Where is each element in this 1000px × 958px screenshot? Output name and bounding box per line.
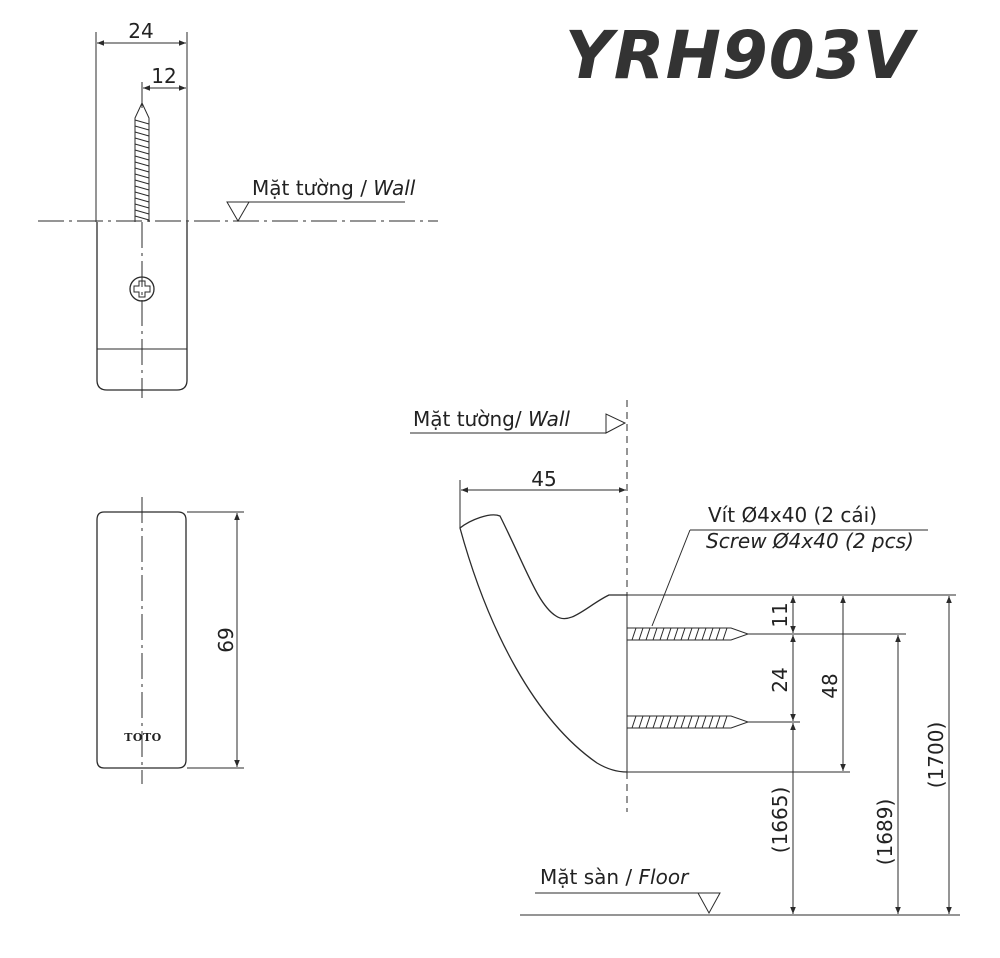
dimension-projection: 45 (531, 467, 556, 491)
screw-leader-line (651, 529, 691, 627)
screw-label-en: Screw Ø4x40 (2 pcs) (706, 529, 914, 553)
screw-upper (627, 627, 750, 641)
wall-marker-triangle-side (605, 413, 627, 434)
dimension-screw-spacing: 24 (768, 667, 792, 692)
dimension-top-height: (1700) (924, 722, 948, 789)
hook-profile (459, 514, 628, 773)
front-view: TOTO 69 (96, 497, 244, 784)
toto-logo: TOTO (124, 731, 162, 744)
screw-label-vi: Vít Ø4x40 (2 cái) (708, 503, 877, 527)
dimension-screw-offset: 12 (151, 64, 176, 88)
model-title: YRH903V (565, 17, 919, 94)
dimension-front-height: 69 (214, 627, 238, 652)
screw-lower (627, 715, 750, 729)
floor-marker-triangle (697, 892, 721, 915)
hook-body-front-view (96, 511, 187, 769)
dimension-back-height: 48 (818, 673, 842, 698)
top-view: 24 12 Mặt tường / Wall (38, 19, 438, 398)
screw-head-icon (129, 276, 155, 302)
wall-label-top: Mặt tường / Wall (252, 176, 416, 200)
wall-label-side: Mặt tường/ Wall (413, 407, 570, 431)
screw-top-view (134, 102, 150, 222)
wall-marker-triangle (226, 201, 250, 222)
side-view: Mặt tường/ Wall 45 Vít Ø4x40 (2 cái) Scr… (410, 400, 960, 916)
dimension-top-width: 24 (128, 19, 153, 43)
dimension-lower-screw-height: (1665) (768, 787, 792, 854)
dimension-top-to-screw: 11 (768, 602, 792, 627)
floor-label: Mặt sàn / Floor (540, 865, 690, 889)
dimension-upper-screw-height: (1689) (873, 799, 897, 866)
